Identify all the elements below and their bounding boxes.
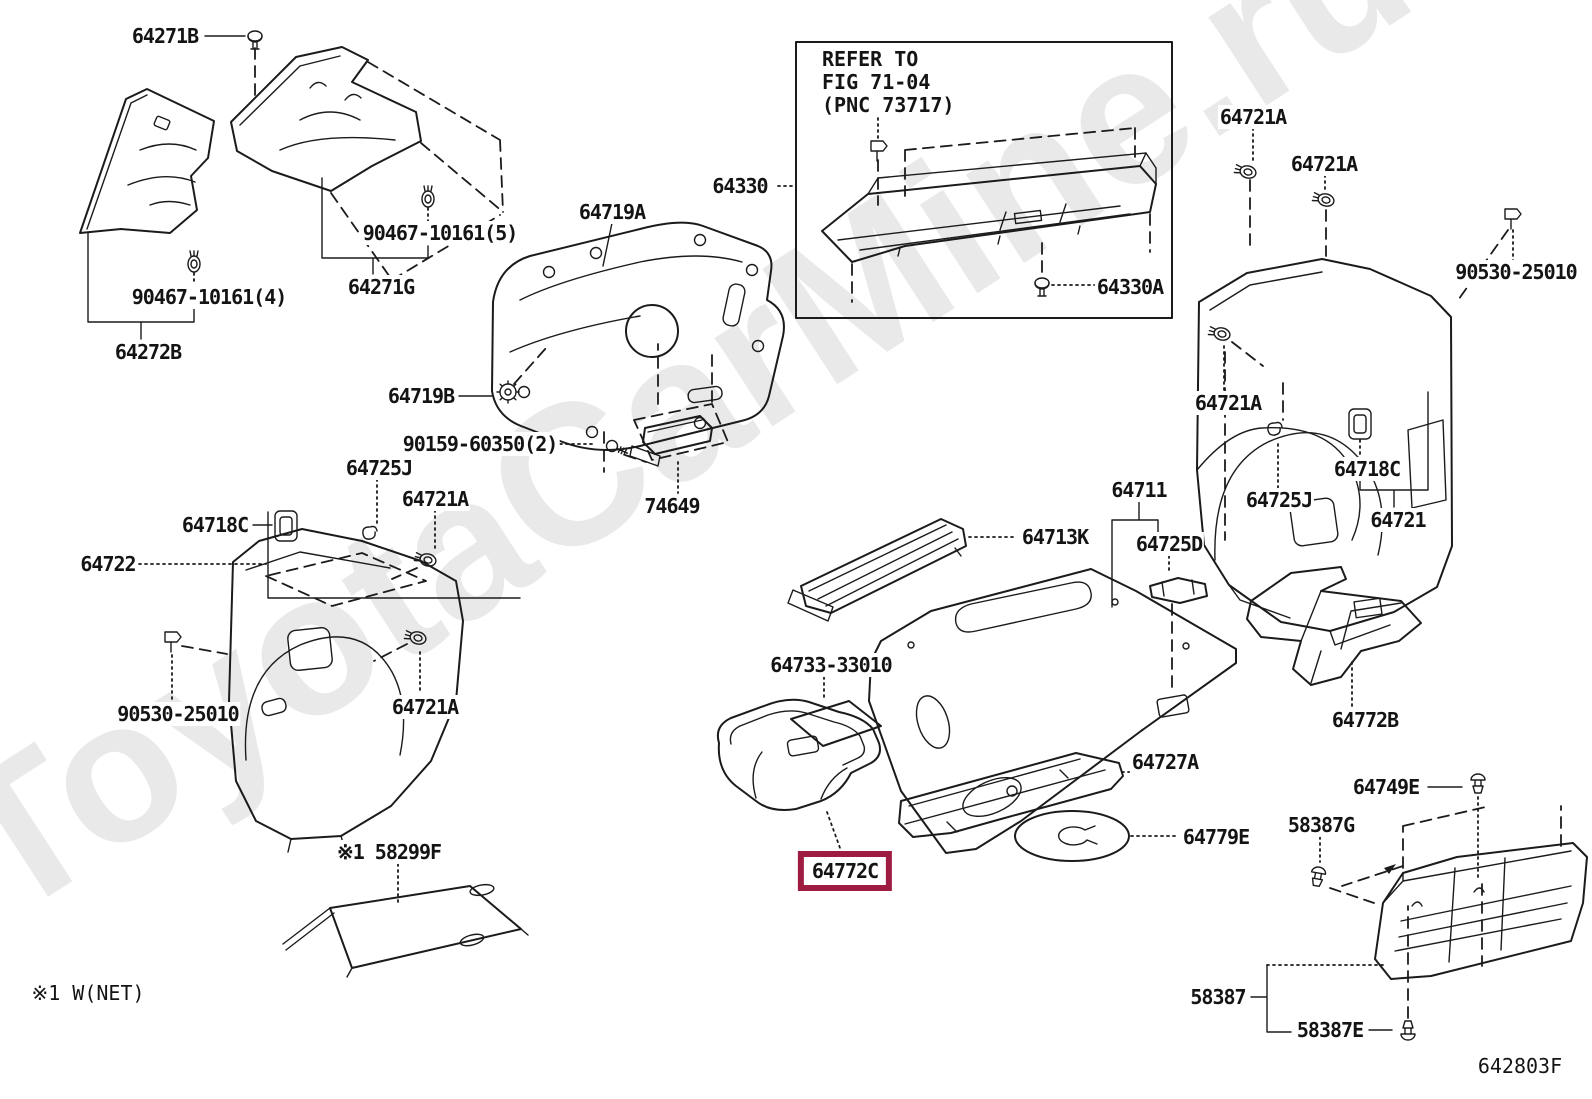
part-label-64772B: 64772B	[1329, 708, 1401, 732]
part-label-90530-25010-left: 90530-25010	[115, 702, 241, 726]
part-label-64721A-right1: 64721A	[1217, 105, 1289, 129]
part-label-64721A-left2: 64721A	[389, 695, 461, 719]
hook-64725J-right-icon	[1267, 421, 1283, 436]
part-label-64779E: 64779E	[1180, 825, 1252, 849]
part-label-64711: 64711	[1109, 478, 1169, 502]
part-64721-drawing	[1196, 179, 1509, 646]
clip-73717-icon	[870, 140, 888, 162]
part-label-64330: 64330	[710, 174, 770, 198]
part-64772C-drawing	[716, 698, 881, 849]
part-64772B-drawing	[1246, 566, 1422, 707]
leader-lines-top-left	[87, 35, 429, 340]
clip-64721A-r2-icon	[1311, 190, 1336, 209]
clip-90530-right-icon	[1504, 208, 1522, 230]
part-label-64749E: 64749E	[1350, 775, 1422, 799]
clip-90530-left-icon	[164, 631, 182, 653]
part-label-64772C: 64772C	[797, 851, 893, 891]
part-label-58387G: 58387G	[1285, 813, 1357, 837]
part-64271G-drawing	[230, 46, 504, 281]
part-label-64272B: 64272B	[112, 340, 184, 364]
footnote-net: ※1 W(NET)	[29, 981, 147, 1005]
grommet-64719B-icon	[496, 380, 520, 404]
clip-64330A-icon	[1034, 277, 1050, 297]
part-64727A-drawing	[898, 752, 1135, 838]
leader-lines-left	[138, 478, 521, 701]
part-label-64725J-left: 64725J	[343, 456, 415, 480]
part-label-64721A-left1: 64721A	[399, 487, 471, 511]
part-label-64271B: 64271B	[129, 24, 201, 48]
clip-58387E-icon	[1400, 1020, 1416, 1041]
part-64713K-drawing	[787, 518, 1015, 622]
part-label-64725J-right: 64725J	[1243, 488, 1315, 512]
clip-64271B-icon	[247, 30, 263, 50]
part-label-64721: 64721	[1368, 508, 1428, 532]
part-label-64727A: 64727A	[1129, 750, 1201, 774]
part-label-64330A: 64330A	[1094, 275, 1166, 299]
part-label-58299F: ※1 58299F	[334, 840, 444, 864]
part-label-64718C-right: 64718C	[1331, 457, 1403, 481]
part-64272B-drawing	[79, 88, 215, 234]
part-label-64271G: 64271G	[345, 275, 417, 299]
part-label-64721A-right2: 64721A	[1288, 152, 1360, 176]
diagram-code: 642803F	[1475, 1054, 1565, 1078]
clip-64721A-r3-icon	[1207, 324, 1232, 343]
leader-lines-58387	[1250, 786, 1479, 1033]
part-64733-drawing	[790, 676, 882, 747]
part-label-64719A: 64719A	[576, 200, 648, 224]
part-label-90467-10161-4: 90467-10161(4)	[129, 285, 289, 309]
part-64719A-drawing	[491, 221, 785, 451]
part-label-64719B: 64719B	[385, 384, 457, 408]
refer-box-64330	[777, 41, 1173, 319]
clip-64749E-icon	[1470, 773, 1486, 794]
hook-64725J-left-icon	[362, 525, 378, 540]
clip-64721A-r1-icon	[1233, 162, 1258, 181]
refer-note-line2: FIG 71-04	[822, 70, 931, 94]
part-label-58387E: 58387E	[1294, 1018, 1366, 1042]
part-label-74649: 74649	[642, 494, 702, 518]
part-58299F-drawing	[282, 863, 529, 978]
part-label-90467-10161-5: 90467-10161(5)	[360, 221, 520, 245]
part-74649-drawing	[603, 343, 729, 473]
refer-note-line1: REFER TO	[822, 47, 919, 71]
leader-lines-64719	[458, 347, 679, 494]
clip-58387G-icon	[1308, 865, 1328, 888]
part-label-90159-60350-2: 90159-60350(2)	[400, 432, 560, 456]
part-64779E-drawing	[1014, 810, 1178, 862]
pad-64718C-right-icon	[1348, 408, 1372, 440]
refer-note-line3: (PNC 73717)	[822, 93, 955, 117]
part-label-64733-33010: 64733-33010	[768, 653, 894, 677]
part-58387-drawing	[1341, 805, 1588, 1019]
clip-90467-left-icon	[187, 250, 201, 273]
part-label-90530-25010-right: 90530-25010	[1453, 260, 1579, 284]
part-label-64721A-right3: 64721A	[1192, 391, 1264, 415]
refer-note-text: REFER TO FIG 71-04 (PNC 73717)	[822, 48, 954, 117]
part-label-64722: 64722	[78, 552, 138, 576]
leader-lines-right	[1223, 127, 1514, 508]
part-label-58387: 58387	[1188, 985, 1248, 1009]
part-label-64725D: 64725D	[1133, 532, 1205, 556]
part-64722-drawing	[181, 528, 464, 853]
part-64725D-drawing	[1149, 555, 1208, 694]
part-label-64718C-left: 64718C	[179, 513, 251, 537]
part-label-64713K: 64713K	[1019, 525, 1091, 549]
clip-90467-right-icon	[421, 185, 435, 208]
